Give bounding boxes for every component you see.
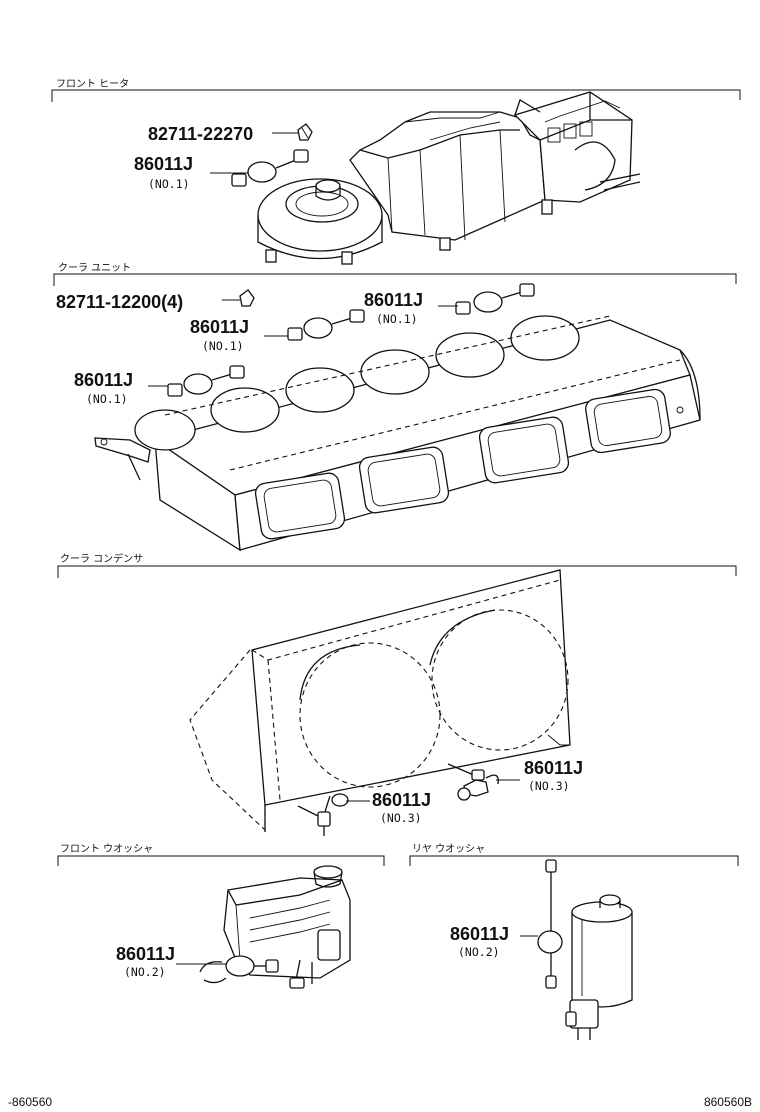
section-rear-washer: リヤ ウオッシャ xyxy=(409,843,739,866)
front-heater-assembly xyxy=(257,91,641,265)
callout-rear-washer-bulb: 86011J xyxy=(450,924,509,944)
cooler-bulb-a-part xyxy=(455,283,535,315)
callout-heater-bulb-qual: (NO.1) xyxy=(148,177,190,191)
section-title-rear-washer: リヤ ウオッシャ xyxy=(412,843,485,855)
condenser-bulb-a-part xyxy=(447,763,499,801)
cooler-bulb-b-part xyxy=(287,309,365,341)
callout-heater-clip: 82711-22270 xyxy=(148,124,253,144)
cooler-bulb-c-part xyxy=(167,365,245,397)
section-cooler-condenser: クーラ コンデンサ xyxy=(57,552,737,578)
callout-condenser-bulb-a-qual: (NO.3) xyxy=(528,779,570,793)
section-cooler-unit: クーラ ユニット xyxy=(53,262,737,286)
callout-cooler-bulb-a: 86011J xyxy=(364,290,423,310)
callout-cooler-bulb-a-qual: (NO.1) xyxy=(376,312,418,326)
footer-right-code: 860560B xyxy=(704,1095,752,1109)
section-front-heater: フロント ヒータ xyxy=(51,78,741,102)
section-title-front-washer: フロント ウオッシャ xyxy=(60,843,153,855)
section-title-cooler-condenser: クーラ コンデンサ xyxy=(60,552,143,565)
heater-bulb-part xyxy=(231,149,309,187)
section-title-front-heater: フロント ヒータ xyxy=(56,78,129,90)
callout-heater-bulb: 86011J xyxy=(134,154,193,174)
callout-cooler-bulb-b: 86011J xyxy=(190,317,249,337)
cooler-unit-assembly xyxy=(94,315,701,552)
cooler-condenser-assembly xyxy=(189,569,571,832)
heater-clip-part xyxy=(297,123,313,141)
front-washer-bulb-part xyxy=(199,955,279,984)
footer-left-code: -860560 xyxy=(8,1095,52,1109)
callout-cooler-bulb-c: 86011J xyxy=(74,370,133,390)
callout-cooler-bulb-b-qual: (NO.1) xyxy=(202,339,244,353)
callout-front-washer-bulb-qual: (NO.2) xyxy=(124,965,166,979)
callout-condenser-bulb-b-qual: (NO.3) xyxy=(380,811,422,825)
condenser-bulb-b-part xyxy=(297,793,349,836)
front-washer-assembly xyxy=(223,865,351,989)
section-front-washer: フロント ウオッシャ xyxy=(57,843,385,866)
rear-washer-bulb-part xyxy=(537,859,563,989)
section-title-cooler-unit: クーラ ユニット xyxy=(58,262,131,274)
callout-condenser-bulb-a: 86011J xyxy=(524,758,583,778)
callout-cooler-bulb-c-qual: (NO.1) xyxy=(86,392,128,406)
cooler-clip-part xyxy=(239,289,255,307)
callout-cooler-clip: 82711-12200(4) xyxy=(56,292,183,312)
callout-front-washer-bulb: 86011J xyxy=(116,944,175,964)
callout-rear-washer-bulb-qual: (NO.2) xyxy=(458,945,500,959)
callout-condenser-bulb-b: 86011J xyxy=(372,790,431,810)
rear-washer-assembly xyxy=(565,894,633,1040)
